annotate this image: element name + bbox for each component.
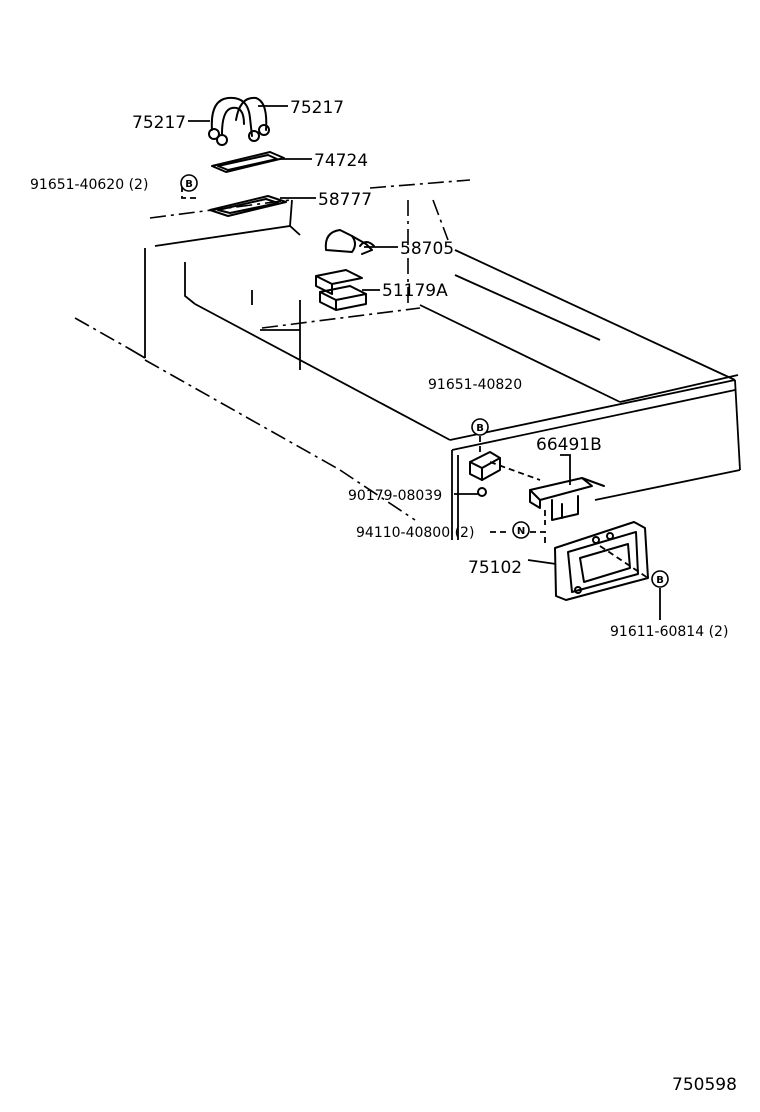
block-51179A [315,269,367,311]
svg-text:B: B [185,179,193,190]
bracket-90179 [469,451,501,497]
label-75217-right: 75217 [290,98,344,118]
plate-75102 [554,521,649,601]
badge-b-91611: B [651,570,669,588]
label-58705: 58705 [400,239,454,259]
label-75102: 75102 [468,558,522,578]
label-91651-40820: 91651-40820 [428,377,522,393]
svg-text:B: B [656,575,664,586]
label-90179-08039: 90179-08039 [348,488,442,504]
label-74724: 74724 [314,151,368,171]
label-66491B: 66491B [536,435,602,455]
handle-assembly-75217 [208,96,270,146]
label-75217-left: 75217 [132,113,186,133]
label-51179A: 51179A [382,281,448,301]
clip-58705 [324,229,375,255]
leader-lines [181,105,661,620]
label-58777: 58777 [318,190,372,210]
diagram-id: 750598 [672,1075,737,1095]
label-91651-40620: 91651-40620 (2) [30,177,148,193]
badge-b-91651-40820: B [471,418,489,436]
badge-b-91651-40620: B [180,174,198,192]
svg-text:B: B [476,423,484,434]
vehicle-body-outline [74,179,741,540]
svg-text:N: N [517,526,525,537]
badge-n-94110: N [512,521,530,539]
label-94110-40800: 94110-40800 (2) [356,525,474,541]
bezel-58777 [209,195,287,217]
lock-66491B [529,477,605,521]
gasket-74724 [211,151,285,173]
label-91611-60814: 91611-60814 (2) [610,624,728,640]
